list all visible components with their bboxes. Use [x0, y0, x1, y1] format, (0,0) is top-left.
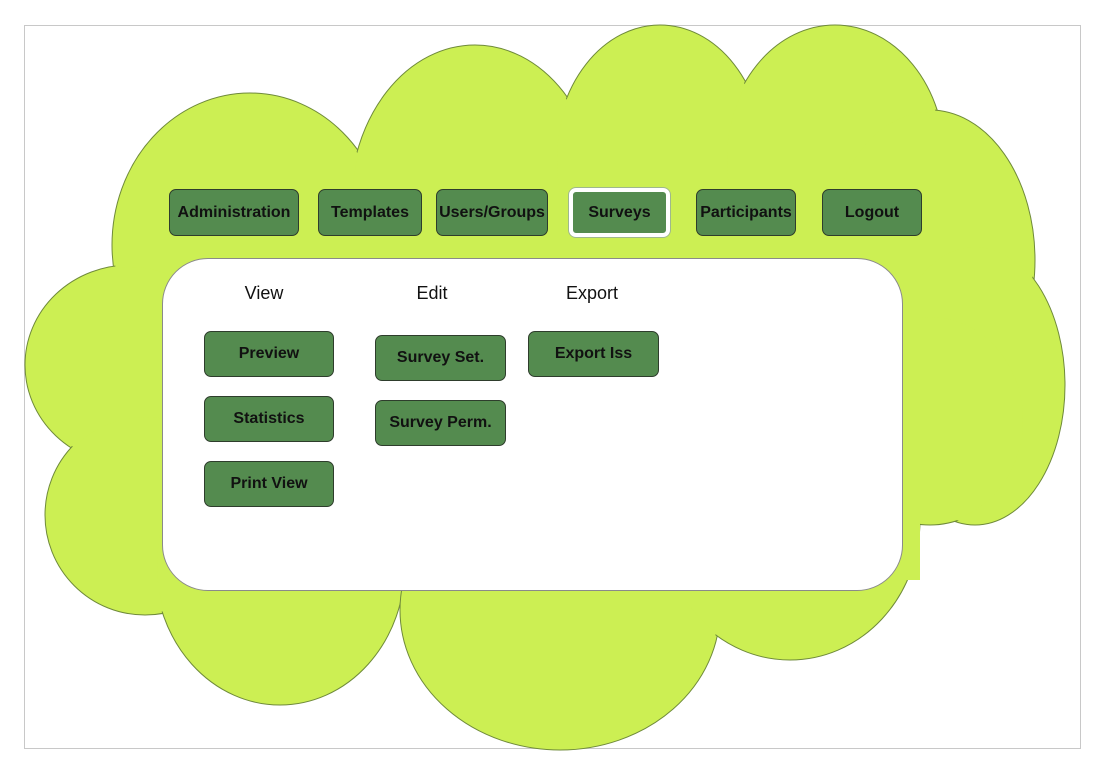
nav-administration-button[interactable]: Administration: [169, 189, 299, 236]
print-view-button[interactable]: Print View: [204, 461, 334, 507]
statistics-button[interactable]: Statistics: [204, 396, 334, 442]
nav-participants-button[interactable]: Participants: [696, 189, 796, 236]
preview-button[interactable]: Preview: [204, 331, 334, 377]
view-column-heading: View: [244, 283, 284, 303]
nav-surveys-button[interactable]: Surveys: [569, 188, 670, 237]
export-column-heading: Export: [565, 283, 619, 303]
survey-settings-button[interactable]: Survey Set.: [375, 335, 506, 381]
edit-column-heading: Edit: [416, 283, 448, 303]
export-iss-button[interactable]: Export Iss: [528, 331, 659, 377]
nav-templates-button[interactable]: Templates: [318, 189, 422, 236]
nav-logout-button[interactable]: Logout: [822, 189, 922, 236]
survey-permissions-button[interactable]: Survey Perm.: [375, 400, 506, 446]
nav-users-groups-button[interactable]: Users/Groups: [436, 189, 548, 236]
